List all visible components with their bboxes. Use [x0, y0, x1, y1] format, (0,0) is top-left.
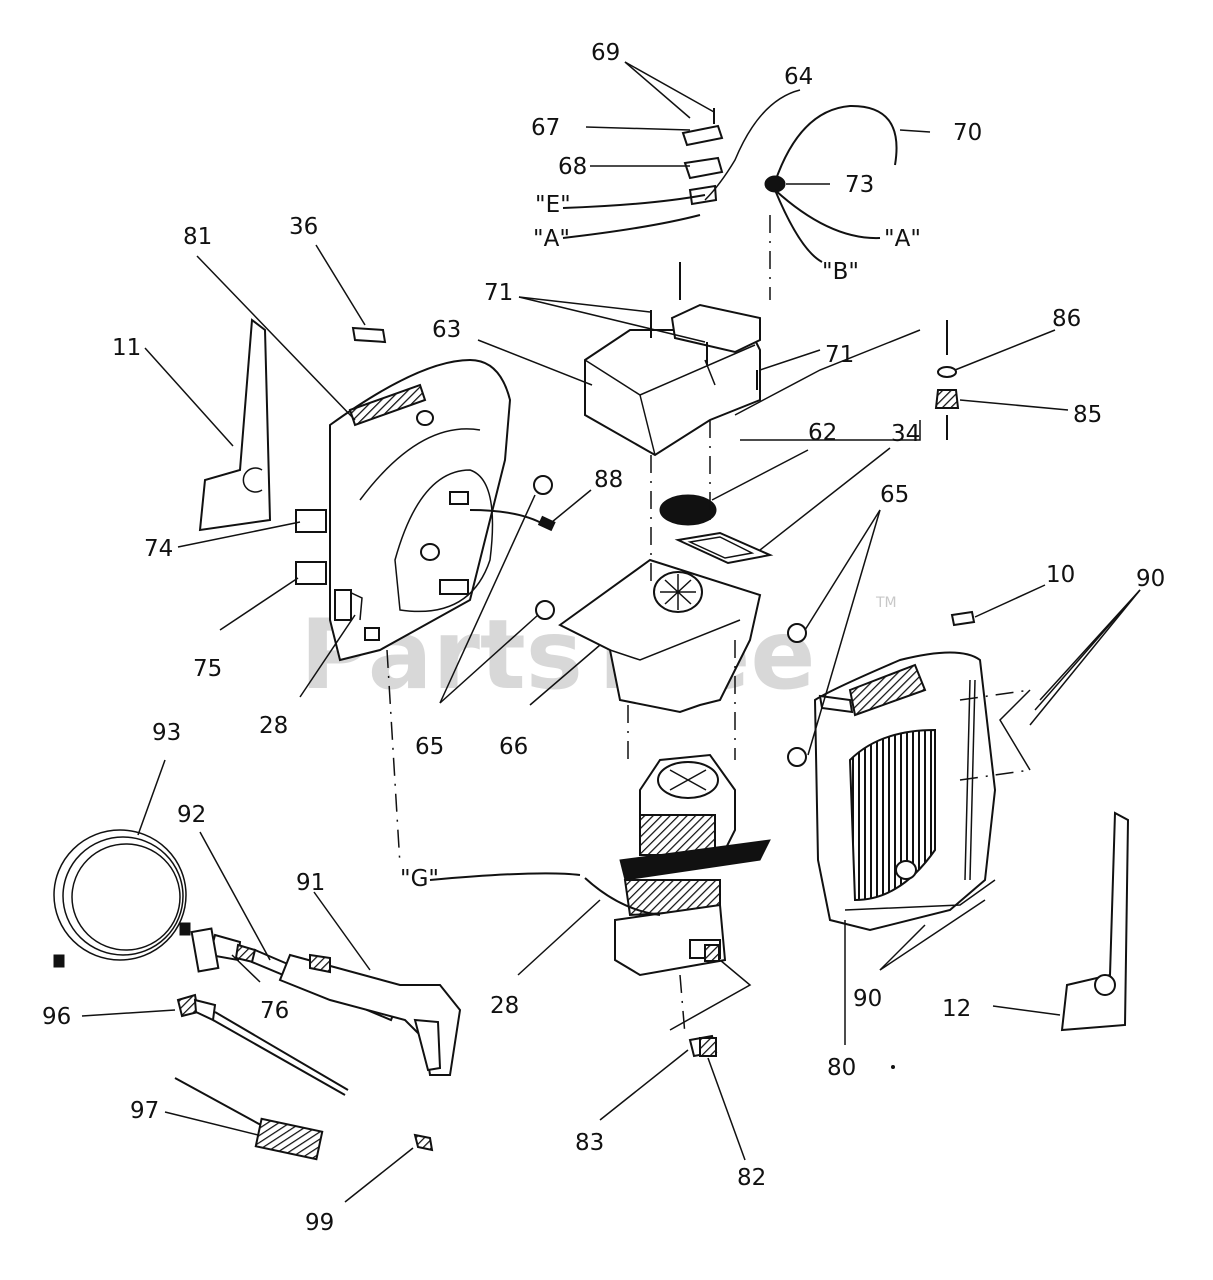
part-65-grommet [533, 475, 553, 495]
wire-A [562, 214, 701, 239]
callout-85: 85 [1073, 402, 1102, 428]
part-82-fitting [699, 1037, 717, 1057]
callout-74: 74 [144, 536, 173, 562]
callout-67: 67 [531, 115, 560, 141]
part-93-hose-coil [53, 829, 191, 968]
watermark-trademark: TM [875, 595, 897, 611]
callout-28-left: 28 [259, 713, 288, 739]
callout-83: 83 [575, 1130, 604, 1156]
callout-labels: 69 64 67 70 68 73 "E" "A" "A" "B" 81 36 … [42, 40, 1165, 1236]
part-74-label [295, 509, 327, 533]
callout-12: 12 [942, 996, 971, 1022]
part-85-plug [934, 389, 960, 409]
callout-A-right: "A" [884, 226, 921, 252]
callout-99: 99 [305, 1210, 334, 1236]
part-86-o-ring [937, 366, 957, 378]
part-65-grommet [535, 600, 555, 620]
assembly-guide-lines [386, 215, 1031, 1036]
switch-housing [670, 303, 761, 354]
part-81-rear-housing [329, 358, 512, 662]
part-62-filter [659, 494, 717, 526]
part-97-brush [174, 1077, 324, 1161]
part-70-power-cord [774, 104, 898, 183]
callout-80: 80 [827, 1055, 856, 1081]
part-99-nozzle-tool [413, 1133, 434, 1152]
callout-G: "G" [400, 866, 439, 892]
callout-28-center: 28 [490, 993, 519, 1019]
part-63-top-cover [584, 329, 761, 457]
callout-88: 88 [594, 467, 623, 493]
callout-86: 86 [1052, 306, 1081, 332]
part-28-wire [584, 877, 661, 916]
callout-71-right: 71 [825, 342, 854, 368]
part-28-wire-G [429, 872, 581, 881]
callout-34: 34 [891, 421, 920, 447]
part-73-strain-relief [764, 175, 786, 193]
callout-65-left: 65 [415, 734, 444, 760]
callout-90-lower: 90 [853, 986, 882, 1012]
callout-B: "B" [822, 259, 859, 285]
part-75-label [295, 561, 327, 585]
part-11-left-side-panel [198, 318, 272, 532]
callout-66: 66 [499, 734, 528, 760]
callout-70: 70 [953, 120, 982, 146]
part-68-switch [683, 156, 724, 180]
part-34-gasket [674, 531, 774, 565]
callout-81: 81 [183, 224, 212, 250]
wire-E [562, 194, 706, 209]
callout-10: 10 [1046, 562, 1075, 588]
callout-62: 62 [808, 420, 837, 446]
callout-90-upper: 90 [1136, 566, 1165, 592]
callout-96: 96 [42, 1004, 71, 1030]
part-67-switch-cover [681, 124, 724, 147]
part-12-right-side-panel [1060, 811, 1130, 1032]
part-88-hose-fitting [537, 515, 556, 532]
callout-76: 76 [260, 998, 289, 1024]
callout-93: 93 [152, 720, 181, 746]
callout-A-left: "A" [533, 226, 570, 252]
part-80-front-housing [813, 651, 997, 932]
part-36-label [351, 326, 387, 344]
part-65-grommet [787, 747, 807, 767]
callout-71-left: 71 [484, 280, 513, 306]
callout-69: 69 [591, 40, 620, 66]
callout-73: 73 [845, 172, 874, 198]
part-66-tank [558, 558, 762, 714]
part-91-spray-gun [278, 953, 462, 1076]
leader-lines [81, 61, 1141, 1203]
callout-82: 82 [737, 1165, 766, 1191]
callout-65-right: 65 [880, 482, 909, 508]
callout-97: 97 [130, 1098, 159, 1124]
callout-36: 36 [289, 214, 318, 240]
callout-92: 92 [177, 802, 206, 828]
callout-91: 91 [296, 870, 325, 896]
bracket-lines [669, 329, 1031, 1031]
callout-68: 68 [558, 154, 587, 180]
callout-75: 75 [193, 656, 222, 682]
callout-11: 11 [112, 335, 141, 361]
cord-lead-A [774, 189, 881, 240]
stray-dot [891, 1065, 895, 1069]
callout-64: 64 [784, 64, 813, 90]
cord-lead-B [774, 189, 823, 263]
motor-pump-assembly [614, 753, 771, 977]
part-10-label [950, 610, 976, 627]
callout-E: "E" [535, 192, 571, 218]
callout-63: 63 [432, 317, 461, 343]
part-65-grommet [787, 623, 807, 643]
part-96-extension-wand [176, 993, 349, 1096]
